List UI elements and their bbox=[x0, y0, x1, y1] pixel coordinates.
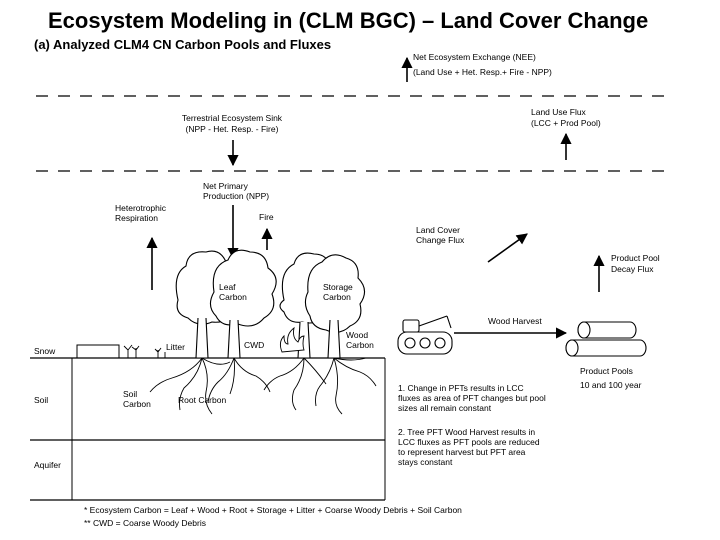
npp-label-line2: Production (NPP) bbox=[203, 191, 270, 201]
product-decay-label-line2: Decay Flux bbox=[611, 264, 654, 274]
nee-formula: (Land Use + Het. Resp.+ Fire - NPP) bbox=[413, 67, 552, 77]
root-carbon-label: Root Carbon bbox=[178, 395, 227, 405]
lcc-flux-arrow bbox=[487, 233, 528, 263]
footnote-cwd: ** CWD = Coarse Woody Debris bbox=[84, 518, 206, 528]
sink-formula: (NPP - Het. Resp. - Fire) bbox=[185, 124, 279, 134]
note-1-line3: sizes all remain constant bbox=[398, 403, 492, 413]
note-2-line1: 2. Tree PFT Wood Harvest results in bbox=[398, 427, 536, 437]
fire-flames bbox=[279, 326, 305, 353]
wood-carbon-line2: Carbon bbox=[346, 340, 374, 350]
tree-group bbox=[175, 249, 366, 359]
note-2-line4: stays constant bbox=[398, 457, 453, 467]
product-decay-label-line1: Product Pool bbox=[611, 253, 660, 263]
sink-label: Terrestrial Ecosystem Sink bbox=[181, 113, 283, 123]
note-2-line3: to represent harvest but PFT area bbox=[398, 447, 526, 457]
tree-2-trunk bbox=[227, 319, 241, 359]
cwd-label: CWD bbox=[244, 340, 265, 350]
land-use-flux-label: Land Use Flux bbox=[531, 107, 586, 117]
product-pools-label: Product Pools bbox=[580, 366, 633, 376]
land-use-flux-formula: (LCC + Prod Pool) bbox=[531, 118, 601, 128]
root-system bbox=[149, 357, 377, 415]
leaf-carbon-line2: Carbon bbox=[219, 292, 247, 302]
product-pools-years: 10 and 100 year bbox=[580, 380, 642, 390]
note-1-line1: 1. Change in PFTs results in LCC bbox=[398, 383, 524, 393]
snow-block bbox=[76, 344, 120, 359]
lcc-flux-label-line2: Change Flux bbox=[416, 235, 465, 245]
snow-layer-label: Snow bbox=[34, 346, 56, 356]
litter-plants bbox=[123, 344, 166, 358]
leaf-carbon-line1: Leaf bbox=[219, 282, 236, 292]
diagram-subtitle: (a) Analyzed CLM4 CN Carbon Pools and Fl… bbox=[34, 37, 332, 52]
wood-harvest-label: Wood Harvest bbox=[488, 316, 542, 326]
harvester-machine bbox=[397, 315, 453, 355]
soil-carbon-line2: Carbon bbox=[123, 399, 151, 409]
tree-4-trunk bbox=[327, 319, 341, 359]
tree-4-canopy bbox=[304, 254, 366, 333]
fire-label: Fire bbox=[259, 212, 274, 222]
note-1-line2: fluxes as area of PFT changes but pool bbox=[398, 393, 546, 403]
het-resp-label-line1: Heterotrophic bbox=[115, 203, 167, 213]
footnote-ecosystem-carbon: * Ecosystem Carbon = Leaf + Wood + Root … bbox=[84, 505, 462, 515]
soil-carbon-line1: Soil bbox=[123, 389, 138, 399]
het-resp-label-line2: Respiration bbox=[115, 213, 158, 223]
wood-carbon-line1: Wood bbox=[346, 330, 369, 340]
aquifer-layer-label: Aquifer bbox=[34, 460, 61, 470]
storage-carbon-line2: Carbon bbox=[323, 292, 351, 302]
soil-layer-label: Soil bbox=[34, 395, 49, 405]
tree-1-trunk bbox=[195, 317, 209, 359]
litter-label: Litter bbox=[166, 342, 185, 352]
note-2-line2: LCC fluxes as PFT pools are reduced bbox=[398, 437, 540, 447]
nee-label: Net Ecosystem Exchange (NEE) bbox=[413, 52, 536, 62]
npp-label-line1: Net Primary bbox=[203, 181, 248, 191]
tree-2-canopy bbox=[209, 249, 277, 327]
storage-carbon-line1: Storage bbox=[323, 282, 353, 292]
log-pile bbox=[565, 321, 647, 357]
lcc-flux-label-line1: Land Cover bbox=[416, 225, 460, 235]
slide-title: Ecosystem Modeling in (CLM BGC) – Land C… bbox=[48, 8, 649, 33]
